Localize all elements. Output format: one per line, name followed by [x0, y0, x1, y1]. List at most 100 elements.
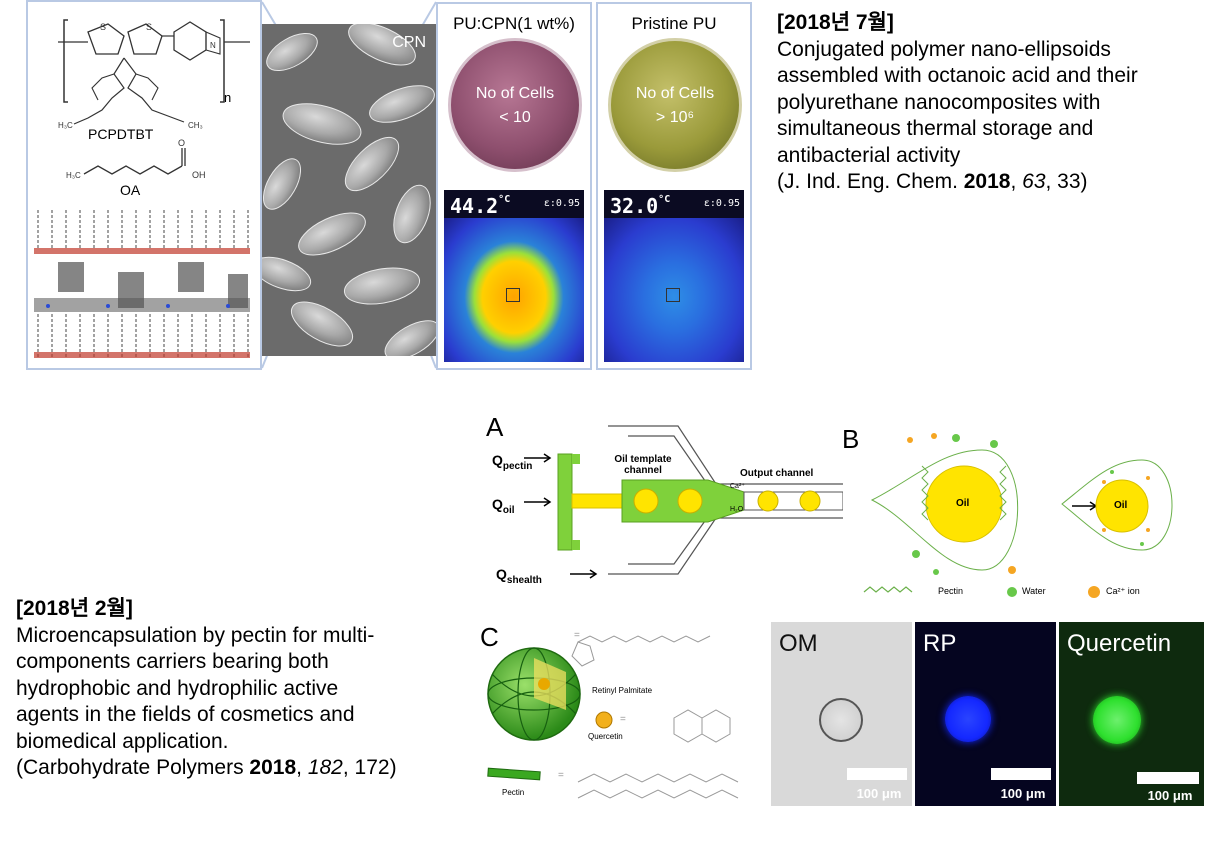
repeat-subscript: n [224, 90, 232, 105]
quercetin-scale-bar [1137, 772, 1199, 784]
pristine-dish-line1: No of Cells [635, 85, 715, 102]
ref-pages: , 172) [342, 756, 397, 779]
micrograph-om-label: OM [779, 630, 818, 657]
rp-scale-text: 100 μm [1000, 786, 1046, 801]
ref-year: 2018 [963, 170, 1011, 193]
svg-text:H₃C: H₃C [66, 171, 81, 180]
sem-image: CPN [262, 24, 436, 356]
rp-scale-bar [991, 768, 1051, 780]
caption-top-line: polyurethane nanocomposites with [777, 90, 1101, 114]
rp-capsule [945, 696, 991, 742]
legend-water: Water [1022, 586, 1046, 596]
sem-label: CPN [392, 34, 426, 51]
pristine-title: Pristine PU [631, 14, 717, 33]
ref-prefix: (J. Ind. Eng. Chem. [777, 170, 964, 193]
polymer-structure-drawing: S S N O OH H₃C H₃C CH₃ [58, 19, 250, 180]
pristine-temp-unit: °C [658, 194, 671, 205]
pristine-crosshair-icon [666, 288, 680, 302]
svg-text:H₃C: H₃C [58, 121, 73, 130]
composite-dish-line1: No of Cells [475, 85, 555, 102]
caption-bottom-line: components carriers bearing both [16, 650, 329, 673]
svg-text:OH: OH [192, 170, 206, 180]
composite-temp-value: 44.2 [450, 194, 499, 218]
caption-top-heading: [2018년 7월] [777, 11, 894, 34]
composite-petri-dish: No of Cells < 10 [448, 38, 582, 172]
panel-b: B Oil Oil Pectin Water Ca²⁺ ion [842, 420, 1217, 605]
pristine-petri-dish: No of Cells > 10⁶ [608, 38, 742, 172]
ref-year: 2018 [249, 756, 297, 779]
quercetin-capsule [1093, 696, 1141, 744]
caption-bottom-line: Microencapsulation by pectin for multi- [16, 623, 375, 647]
svg-text:CH₃: CH₃ [188, 121, 203, 130]
caption-top-line: simultaneous thermal storage and [777, 117, 1094, 140]
pristine-panel: Pristine PU No of Cells > 10⁶ 32.0°C ε:0… [596, 2, 752, 370]
pristine-emissivity: ε:0.95 [703, 198, 740, 209]
micrograph-om: OM 100 μm [771, 622, 912, 806]
top-figure: S S N O OH H₃C H₃C CH₃ n PCPDTBT OA [26, 0, 766, 372]
svg-text:S: S [100, 22, 106, 32]
pristine-thermal-field [604, 218, 744, 362]
q-shealth-label: Qshealth [496, 566, 542, 586]
caption-bottom: [2018년 2월] Microencapsulation by pectin … [16, 596, 476, 782]
micrograph-quercetin-label: Quercetin [1067, 630, 1172, 657]
caption-bottom-line: biomedical application. [16, 729, 229, 753]
pristine-temp: 32.0°C [610, 194, 670, 218]
caption-bottom-line: hydrophobic and hydrophilic active [16, 676, 339, 700]
ca-label: Ca²⁺ [730, 483, 745, 490]
caption-top-line: Conjugated polymer nano-ellipsoids [777, 37, 1111, 61]
oil-label-1: Oil [956, 498, 970, 509]
panel-c-label: C [480, 622, 499, 652]
caption-top-line: antibacterial activity [777, 143, 961, 167]
svg-text:N: N [210, 41, 216, 50]
composite-crosshair-icon [506, 288, 520, 302]
panel-a-label: A [486, 412, 504, 442]
h2o-label: H₂O [730, 506, 744, 513]
pectin-label: Pectin [502, 788, 525, 797]
pristine-dish-line2: > 10⁶ [655, 109, 695, 126]
assembly-structure-drawing [34, 210, 250, 358]
composite-title: PU:CPN(1 wt%) [453, 14, 575, 33]
eq-sign-3: = [558, 770, 564, 781]
ref-pages: , 33) [1045, 170, 1088, 193]
droplet-gelation-drawing [863, 433, 1173, 598]
ref-sep: , [296, 756, 308, 779]
svg-text:S: S [146, 22, 152, 32]
structure-panel: S S N O OH H₃C H₃C CH₃ n PCPDTBT OA [26, 0, 262, 370]
legend-pectin: Pectin [938, 586, 964, 596]
caption-top-line: assembled with octanoic acid and their [777, 64, 1138, 87]
composite-temp: 44.2°C [450, 194, 510, 218]
composite-temp-unit: °C [498, 194, 511, 205]
panel-c: C Retinyl Palmitate Quercetin P [478, 622, 766, 822]
pristine-thermal-image: 32.0°C ε:0.95 [604, 190, 744, 362]
quercetin-scale-text: 100 μm [1147, 788, 1193, 803]
micrograph-rp-label: RP [923, 630, 957, 657]
eq-sign-2: = [620, 714, 626, 725]
svg-text:O: O [178, 138, 185, 148]
caption-bottom-heading: [2018년 2월] [16, 597, 133, 620]
om-scale-bar [847, 768, 907, 780]
composite-thermal-image: 44.2°C ε:0.95 [444, 190, 584, 362]
q-oil-label: Qoil [492, 496, 515, 516]
micrograph-quercetin: Quercetin 100 μm [1059, 622, 1204, 806]
caption-bottom-reference: (Carbohydrate Polymers 2018, 182, 172) [16, 755, 476, 782]
composite-thermal-field [444, 218, 584, 362]
pristine-temp-value: 32.0 [610, 194, 659, 218]
capsule-components-drawing [487, 635, 739, 799]
q-pectin-label: Qpectin [492, 452, 533, 472]
ref-volume: 182 [307, 756, 343, 779]
micrograph-rp: RP 100 μm [915, 622, 1056, 806]
eq-sign-1: = [574, 630, 580, 641]
panel-b-label: B [842, 424, 860, 454]
caption-top-reference: (J. Ind. Eng. Chem. 2018, 63, 33) [777, 169, 1217, 196]
microfluidic-channel-drawing [524, 425, 843, 579]
oil-label-2: Oil [1114, 500, 1128, 511]
caption-bottom-line: agents in the fields of cosmetics and [16, 703, 355, 726]
om-scale-text: 100 μm [856, 786, 902, 801]
ref-prefix: (Carbohydrate Polymers [16, 756, 250, 779]
oil-channel-label: Oil template channel [614, 454, 672, 476]
om-capsule [819, 698, 863, 742]
composite-panel: PU:CPN(1 wt%) No of Cells < 10 44.2°C ε:… [436, 2, 592, 370]
acid-name: OA [120, 182, 141, 198]
nano-ellipsoid-particles [262, 24, 436, 356]
panel-a: A Qpectin Qoil Qshealth Oil template cha… [478, 410, 843, 590]
